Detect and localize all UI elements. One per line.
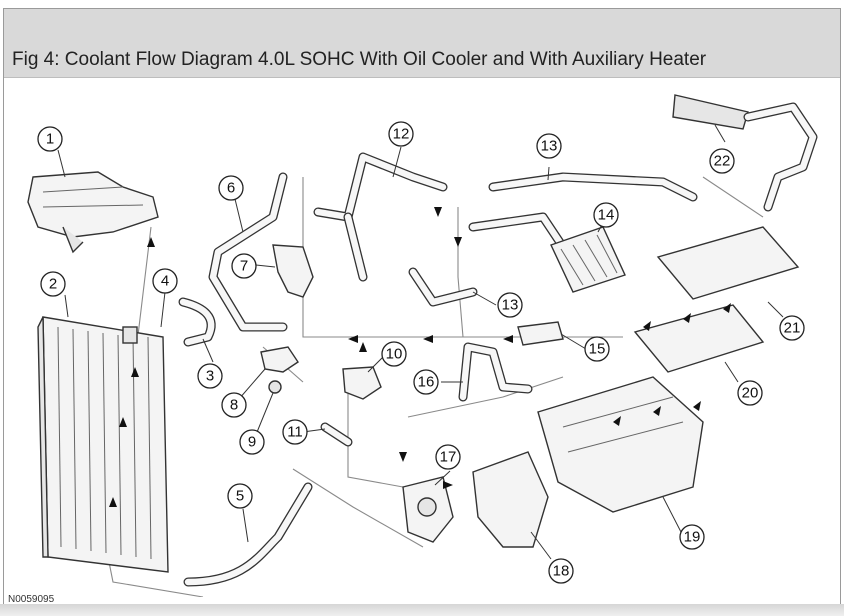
callout-22-text: 22 <box>714 153 731 170</box>
callout-10-text: 10 <box>386 346 403 363</box>
callout-14: 14 <box>593 202 619 228</box>
part-2-radiator <box>37 316 169 573</box>
part-21-cylinder-head-right <box>656 226 800 300</box>
part-22-auxiliary-heater <box>672 94 818 212</box>
callout-16: 16 <box>413 369 439 395</box>
figure-title: Fig 4: Coolant Flow Diagram 4.0L SOHC Wi… <box>12 49 707 70</box>
part-17-water-pump <box>402 476 454 543</box>
page-bottom-shadow <box>0 604 844 616</box>
part-3-upper-hose <box>178 297 216 347</box>
callout-13-lower: 13 <box>497 292 523 318</box>
callout-7-text: 7 <box>240 258 248 275</box>
callout-2: 2 <box>40 271 66 297</box>
callout-13-upper-text: 13 <box>541 138 558 155</box>
callout-19-text: 19 <box>684 529 701 546</box>
callout-7: 7 <box>231 253 257 279</box>
part-15-oil-cooler <box>517 321 564 346</box>
callout-9-text: 9 <box>248 434 256 451</box>
callout-4-text: 4 <box>161 273 169 290</box>
callout-17-text: 17 <box>440 449 457 466</box>
callout-11: 11 <box>282 419 308 445</box>
callout-4: 4 <box>152 268 178 294</box>
callout-19: 19 <box>679 524 705 550</box>
callout-8-text: 8 <box>230 397 238 414</box>
callout-15: 15 <box>584 336 610 362</box>
callout-3: 3 <box>197 363 223 389</box>
callout-6-text: 6 <box>227 180 235 197</box>
part-11-bypass-hose <box>320 422 353 447</box>
part-20-cylinder-head-left <box>633 304 765 373</box>
callout-18: 18 <box>548 558 574 584</box>
part-10-pump-housing <box>342 366 382 400</box>
part-5-lower-hose <box>183 482 313 587</box>
callout-13-upper: 13 <box>536 133 562 159</box>
callout-17: 17 <box>435 444 461 470</box>
callout-3-text: 3 <box>206 368 214 385</box>
part-12-hose-assembly <box>313 152 448 282</box>
callout-5-text: 5 <box>236 488 244 505</box>
callout-20: 20 <box>737 380 763 406</box>
callout-15-text: 15 <box>589 341 606 358</box>
part-14-heater-core <box>550 226 626 293</box>
callout-16-text: 16 <box>418 374 435 391</box>
part-9-thermostat <box>268 380 282 394</box>
part-6-heater-tube <box>208 172 288 332</box>
callout-14-text: 14 <box>598 207 615 224</box>
callout-21-text: 21 <box>784 320 801 337</box>
callout-8: 8 <box>221 392 247 418</box>
callout-1-text: 1 <box>46 131 54 148</box>
part-13-heater-hoses <box>408 172 698 307</box>
leader-lines <box>57 124 784 560</box>
part-1-degas-bottle <box>27 171 159 254</box>
callout-1: 1 <box>37 126 63 152</box>
callout-21: 21 <box>779 315 805 341</box>
callout-18-text: 18 <box>553 563 570 580</box>
coolant-flow-diagram: 1 2 3 4 5 6 7 8 9 10 11 12 13 13 14 15 1… <box>27 94 818 597</box>
figure-header: Fig 4: Coolant Flow Diagram 4.0L SOHC Wi… <box>4 9 840 78</box>
callout-12-text: 12 <box>393 126 410 143</box>
callout-10: 10 <box>381 341 407 367</box>
callout-22: 22 <box>709 148 735 174</box>
callout-2-text: 2 <box>49 276 57 293</box>
part-7-bracket <box>272 244 314 298</box>
callout-12: 12 <box>388 121 414 147</box>
part-18-front-cover <box>472 451 549 548</box>
part-16-oil-cooler-hoses <box>458 342 533 402</box>
image-code: N0059095 <box>8 594 55 605</box>
callout-20-text: 20 <box>742 385 759 402</box>
callout-11-text: 11 <box>287 424 303 441</box>
callout-9: 9 <box>239 429 265 455</box>
callout-5: 5 <box>227 483 253 509</box>
callout-13-lower-text: 13 <box>502 297 519 314</box>
callout-6: 6 <box>218 175 244 201</box>
part-8-thermostat-housing <box>260 346 299 373</box>
part-19-engine-block <box>537 376 704 513</box>
flow-arrows <box>109 207 731 507</box>
